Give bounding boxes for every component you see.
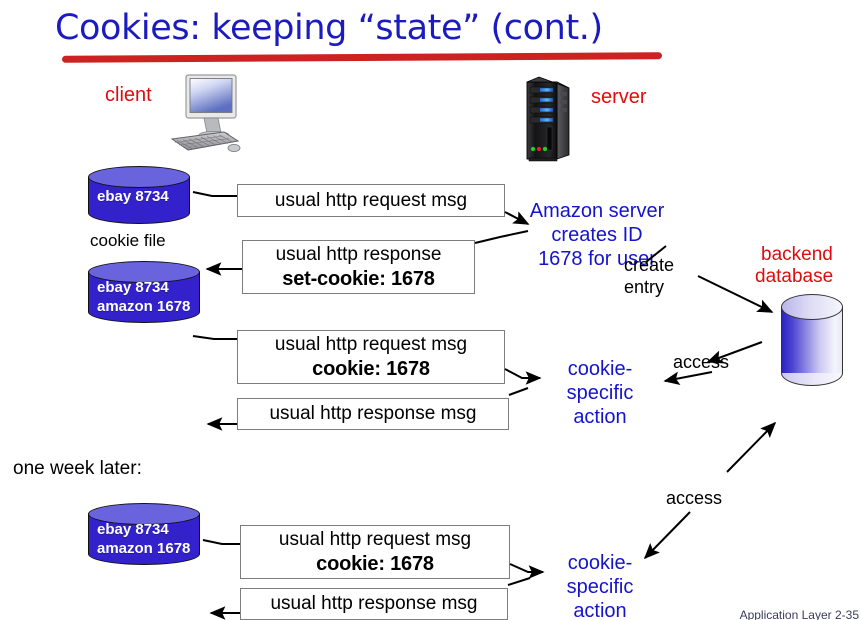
backend-database-label-line1: backend: [761, 244, 833, 265]
annotation-cookie-specific-action-2: cookie- specific action: [566, 552, 634, 620]
cookie-file-cylinder-2: ebay 8734 amazon 1678: [88, 261, 200, 329]
message-box-5-line2: cookie: 1678: [316, 553, 434, 575]
message-box-http-request-cookie-later: usual http request msg cookie: 1678: [240, 525, 510, 579]
message-box-5-line1: usual http request msg: [278, 529, 472, 550]
cookie-file-2-line1: ebay 8734: [97, 279, 169, 296]
backend-database-label-line2: database: [755, 266, 834, 287]
slide-footer: Application Layer 2-35: [739, 608, 859, 620]
message-box-http-response-2: usual http response msg: [237, 398, 509, 430]
cookie-file-caption: cookie file: [90, 231, 166, 250]
title-underline: [61, 52, 663, 63]
message-box-2-line2: set-cookie: 1678: [282, 268, 435, 290]
database-cylinder-icon: [781, 294, 843, 390]
cookie-file-1-line1: ebay 8734: [97, 188, 169, 205]
message-box-6-line1: usual http response msg: [270, 593, 478, 614]
annotation-cookie-specific-action-1: cookie- specific action: [566, 358, 634, 428]
message-box-1-line1: usual http request msg: [274, 189, 468, 211]
message-box-3-line2: cookie: 1678: [312, 358, 430, 380]
message-box-http-response-setcookie: usual http response set-cookie: 1678: [242, 240, 475, 294]
annotation-access-top: access: [672, 352, 730, 372]
server-label: server: [591, 86, 647, 108]
cookie-file-cylinder-3: ebay 8734 amazon 1678: [88, 503, 200, 571]
message-box-http-request-cookie: usual http request msg cookie: 1678: [237, 330, 505, 384]
client-label: client: [105, 84, 152, 106]
cookie-file-3-line1: ebay 8734: [97, 521, 169, 538]
annotation-access-bottom: access: [665, 488, 723, 508]
message-box-http-request-1: usual http request msg: [237, 184, 505, 217]
cookie-file-3-line2: amazon 1678: [97, 540, 191, 557]
cookie-file-2-line2: amazon 1678: [97, 298, 191, 315]
annotation-create-entry: create entry: [624, 255, 675, 297]
message-box-2-line1: usual http response: [275, 244, 442, 265]
cookie-file-cylinder-1: ebay 8734: [88, 166, 190, 228]
annotation-one-week-later: one week later:: [13, 458, 142, 479]
desktop-computer-icon: [166, 73, 242, 157]
message-box-4-line1: usual http response msg: [269, 403, 477, 424]
message-box-3-line1: usual http request msg: [274, 334, 468, 355]
page-title: Cookies: keeping “state” (cont.): [55, 8, 603, 48]
message-box-http-response-later: usual http response msg: [240, 588, 508, 620]
server-tower-icon: [521, 76, 576, 162]
